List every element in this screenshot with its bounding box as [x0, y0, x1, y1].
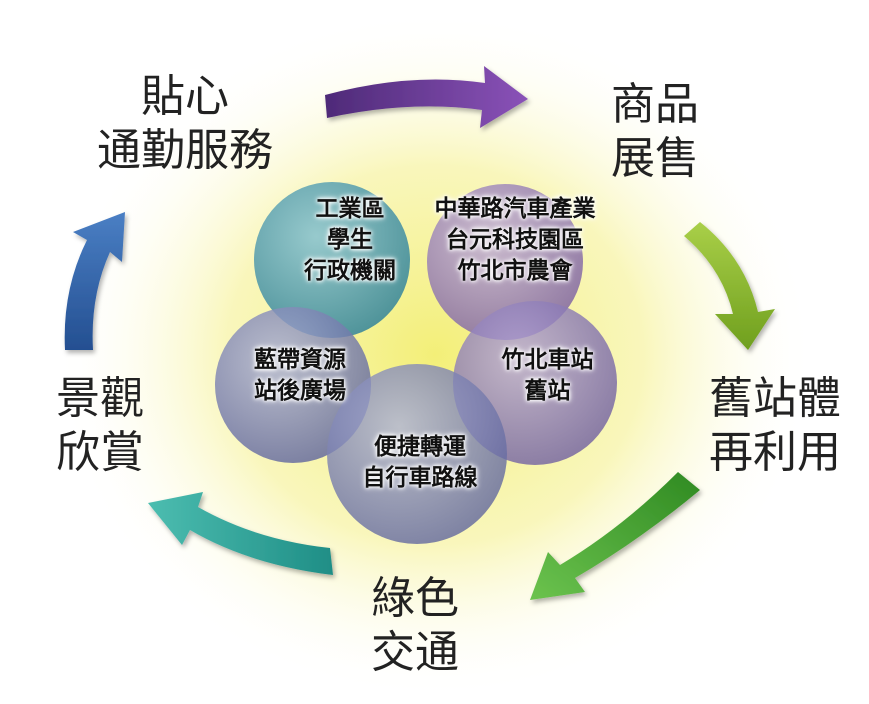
- outer-label-top-right: 商品 展售: [580, 78, 730, 186]
- inner-top-right-line2: 台元科技園區: [446, 227, 584, 253]
- outer-top-left-line2: 通勤服務: [97, 125, 273, 176]
- arrow-right-lime: [684, 222, 775, 350]
- inner-label-right: 竹北車站 舊站: [485, 345, 610, 407]
- outer-bottom-line2: 交通: [371, 627, 459, 678]
- inner-bottom-line1: 便捷轉運: [374, 434, 466, 460]
- inner-label-top-left: 工業區 學生 行政機關: [290, 194, 410, 287]
- outer-top-right-line2: 展售: [611, 133, 699, 184]
- inner-top-left-line3: 行政機關: [304, 258, 396, 284]
- inner-label-top-right: 中華路汽車產業 台元科技園區 竹北市農會: [410, 194, 620, 287]
- outer-label-top-left: 貼心 通勤服務: [75, 70, 295, 178]
- circle-left: [215, 307, 371, 463]
- inner-right-line2: 舊站: [524, 378, 571, 404]
- arrow-bottom-right-green: [530, 472, 700, 600]
- inner-right-line1: 竹北車站: [501, 347, 594, 373]
- arrow-top-purple: [325, 66, 528, 128]
- inner-bottom-line2: 自行車路線: [362, 465, 478, 491]
- outer-right-line1: 舊站體: [709, 373, 841, 424]
- outer-right-line2: 再利用: [709, 427, 841, 478]
- circle-bottom: [327, 364, 507, 544]
- inner-top-left-line2: 學生: [327, 227, 373, 253]
- outer-label-bottom: 綠色 交通: [355, 572, 475, 680]
- arrow-bottom-left-teal: [148, 492, 333, 575]
- inner-top-right-line3: 竹北市農會: [457, 258, 573, 284]
- outer-top-right-line1: 商品: [611, 79, 699, 130]
- circle-top-left: [254, 182, 410, 338]
- outer-label-left: 景觀 欣賞: [40, 372, 160, 480]
- inner-top-left-line1: 工業區: [315, 196, 385, 222]
- inner-top-right-line1: 中華路汽車產業: [434, 196, 596, 222]
- outer-left-line1: 景觀: [56, 373, 144, 424]
- arrow-left-blue: [64, 212, 125, 350]
- outer-left-line2: 欣賞: [56, 427, 144, 478]
- inner-left-line1: 藍帶資源: [254, 347, 346, 373]
- outer-label-right: 舊站體 再利用: [690, 372, 860, 480]
- inner-label-bottom: 便捷轉運 自行車路線: [345, 432, 495, 494]
- circle-top-right: [427, 184, 583, 340]
- inner-label-left: 藍帶資源 站後廣場: [235, 345, 365, 407]
- outer-top-left-line1: 貼心: [141, 71, 229, 122]
- inner-left-line2: 站後廣場: [254, 378, 346, 404]
- outer-bottom-line1: 綠色: [371, 573, 459, 624]
